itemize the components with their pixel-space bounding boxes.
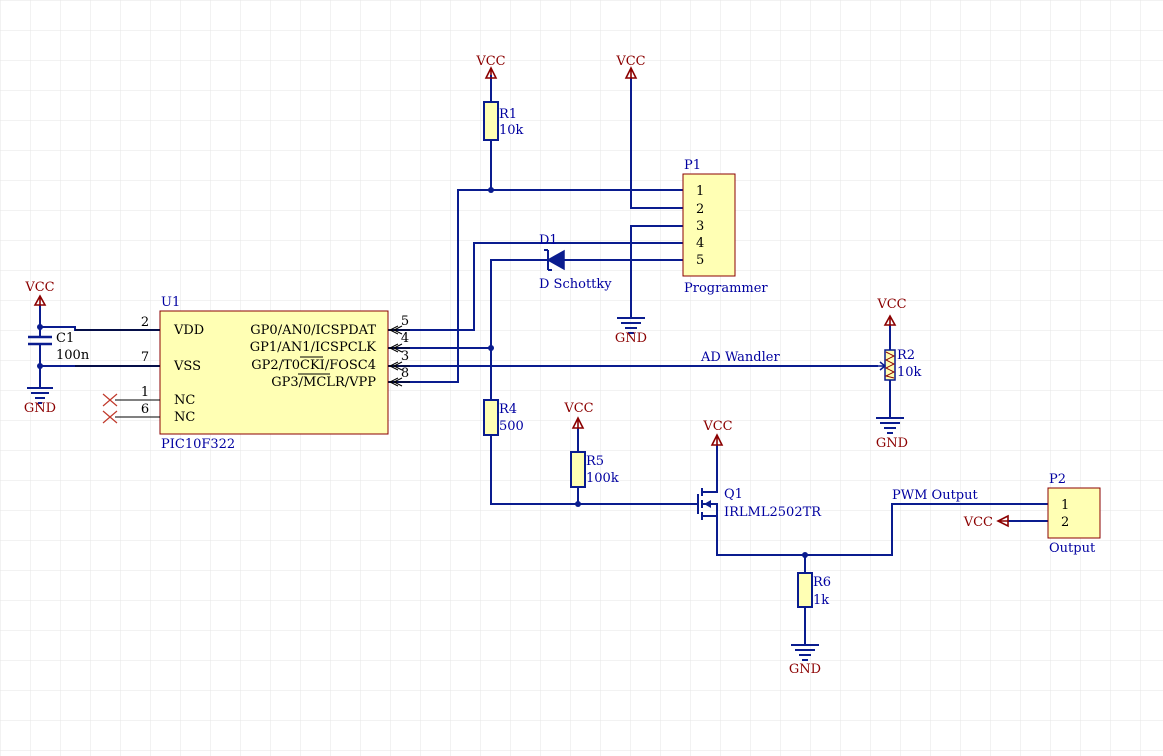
q1-mosfet-symbol (697, 488, 718, 520)
q1-arrow-icon (704, 500, 711, 508)
u1-pin-gp0: GP0/AN0/ICSPDAT (250, 323, 376, 338)
u1-part: PIC10F322 (161, 437, 235, 452)
p1-pin-2: 2 (696, 202, 704, 217)
r6-body (797, 572, 813, 608)
c1-designator: C1 (56, 331, 74, 346)
p1-body (682, 173, 736, 277)
d1-diode-symbol (544, 249, 568, 271)
r2-designator: R2 (897, 348, 915, 363)
p1-pin-5: 5 (696, 253, 704, 268)
r1-body (483, 101, 499, 141)
vcc-label-p2: VCC (963, 515, 993, 530)
u1-pin-num-7: 7 (141, 350, 149, 365)
p2-pin-1: 1 (1061, 498, 1069, 513)
u1-pin-num-3: 3 (401, 349, 409, 364)
u1-pin-num-5: 5 (401, 314, 409, 329)
d1-designator: D1 (539, 233, 558, 248)
r4-designator: R4 (499, 402, 517, 417)
p1-pin-1: 1 (696, 184, 704, 199)
net-label-ad-wandler: AD Wandler (700, 350, 780, 365)
junctions (37, 187, 808, 558)
wires (39, 75, 1048, 642)
r5-designator: R5 (586, 454, 604, 469)
gnd-label-r6: GND (789, 662, 821, 677)
r1-designator: R1 (499, 107, 517, 122)
vcc-label-p1: VCC (615, 54, 645, 69)
nc-crosses (102, 393, 118, 424)
u1-pin-vdd: VDD (173, 323, 204, 338)
u1-pin-gp1: GP1/AN1/ICSPCLK (250, 340, 377, 355)
vcc-label-r2: VCC (876, 297, 906, 312)
c1-value: 100n (56, 348, 90, 363)
u1-body (159, 310, 389, 435)
vcc-label-q1: VCC (702, 419, 732, 434)
gnd-label-r2: GND (876, 436, 908, 451)
u1-right-pins (388, 325, 410, 387)
r2-potentiometer-symbol (878, 349, 896, 381)
c1-capacitor-symbol (28, 335, 52, 346)
d1-value: D Schottky (539, 277, 612, 292)
q1-designator: Q1 (724, 487, 743, 502)
r1-value: 10k (499, 123, 524, 138)
r5-body (570, 451, 586, 488)
gnd-label-p1: GND (615, 331, 647, 346)
r4-value: 500 (499, 419, 524, 434)
u1-overbars (298, 356, 330, 375)
r6-value: 1k (813, 593, 829, 608)
r2-value: 10k (897, 365, 922, 380)
u1-pin-gp3: GP3/MCLR/VPP (271, 375, 376, 390)
u1-pin-num-4: 4 (401, 331, 409, 346)
u1-designator: U1 (161, 295, 180, 310)
q1-value: IRLML2502TR (724, 505, 822, 520)
r5-value: 100k (586, 471, 619, 486)
vcc-label-r5: VCC (563, 401, 593, 416)
p2-name: Output (1049, 541, 1096, 556)
p1-pin-3: 3 (696, 219, 704, 234)
gnd-symbols (27, 315, 904, 661)
u1-pin-num-1: 1 (141, 385, 149, 400)
u1-pin-nc-1: NC (174, 393, 195, 408)
r6-designator: R6 (813, 575, 831, 590)
vcc-label-c1: VCC (24, 280, 54, 295)
p2-pin-2: 2 (1061, 515, 1069, 530)
p2-body (1047, 487, 1101, 539)
p1-pin-4: 4 (696, 236, 704, 251)
u1-pin-nc-6: NC (174, 410, 195, 425)
r4-body (483, 399, 499, 436)
p1-designator: P1 (684, 158, 701, 173)
p1-name: Programmer (684, 281, 768, 296)
u1-pin-num-6: 6 (141, 402, 149, 417)
gnd-label-c1: GND (24, 401, 56, 416)
u1-left-pins (75, 329, 160, 418)
net-label-pwm-output: PWM Output (892, 488, 979, 503)
vcc-symbols (33, 66, 1009, 528)
vcc-label-r1: VCC (475, 54, 505, 69)
u1-pin-num-8: 8 (401, 366, 409, 381)
u1-pin-num-2: 2 (141, 315, 149, 330)
u1-pin-vss: VSS (173, 359, 201, 374)
p2-designator: P2 (1049, 472, 1066, 487)
u1-pin-gp2: GP2/T0CKI/FOSC4 (251, 358, 376, 373)
